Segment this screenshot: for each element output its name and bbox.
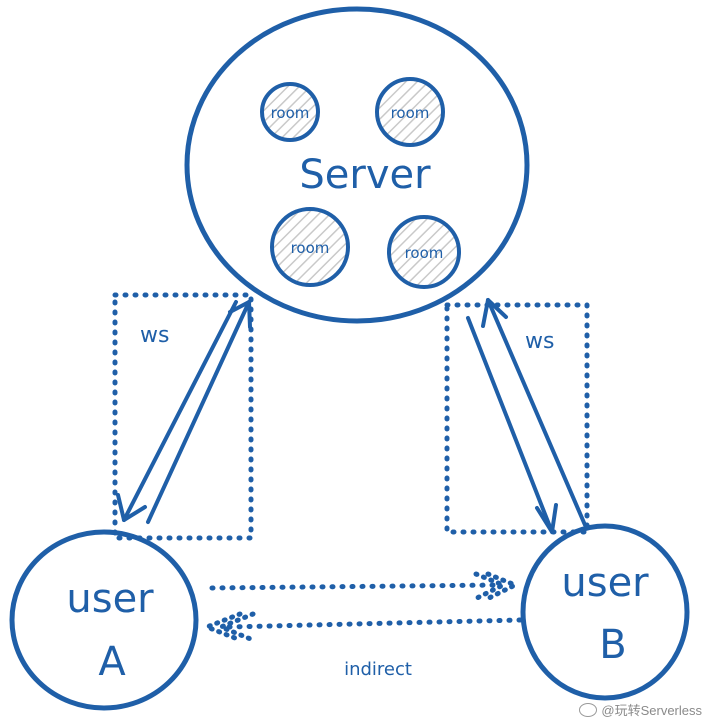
server-node: Server (184, 6, 530, 324)
ws-arrows-left (116, 300, 252, 524)
wechat-icon (579, 702, 598, 717)
ws-arrows-right (466, 298, 587, 534)
indirect-arrow-a-to-b (209, 571, 518, 601)
user-b-letter: B (599, 622, 626, 668)
user-b-label: user (561, 560, 649, 606)
room-label: room (271, 104, 310, 122)
server-label: Server (299, 152, 431, 198)
room-label: room (405, 244, 444, 262)
user-b-node: user B (520, 523, 690, 701)
room-3: room (270, 207, 350, 287)
indirect-arrow-b-to-a (204, 611, 523, 643)
ws-box-left: ws (112, 292, 254, 541)
room-2: room (375, 77, 445, 147)
room-label: room (291, 239, 330, 257)
user-a-letter: A (98, 639, 126, 685)
ws-label-left: ws (140, 323, 169, 348)
room-1: room (260, 82, 320, 142)
indirect-label: indirect (344, 659, 412, 680)
watermark: @玩转Serverless (579, 700, 702, 719)
user-a-node: user A (9, 529, 199, 711)
ws-box-right: ws (444, 302, 590, 535)
room-4: room (387, 215, 461, 289)
ws-label-right: ws (525, 329, 554, 354)
user-a-label: user (66, 576, 154, 622)
watermark-text: @玩转Serverless (601, 703, 702, 718)
room-label: room (391, 104, 430, 122)
